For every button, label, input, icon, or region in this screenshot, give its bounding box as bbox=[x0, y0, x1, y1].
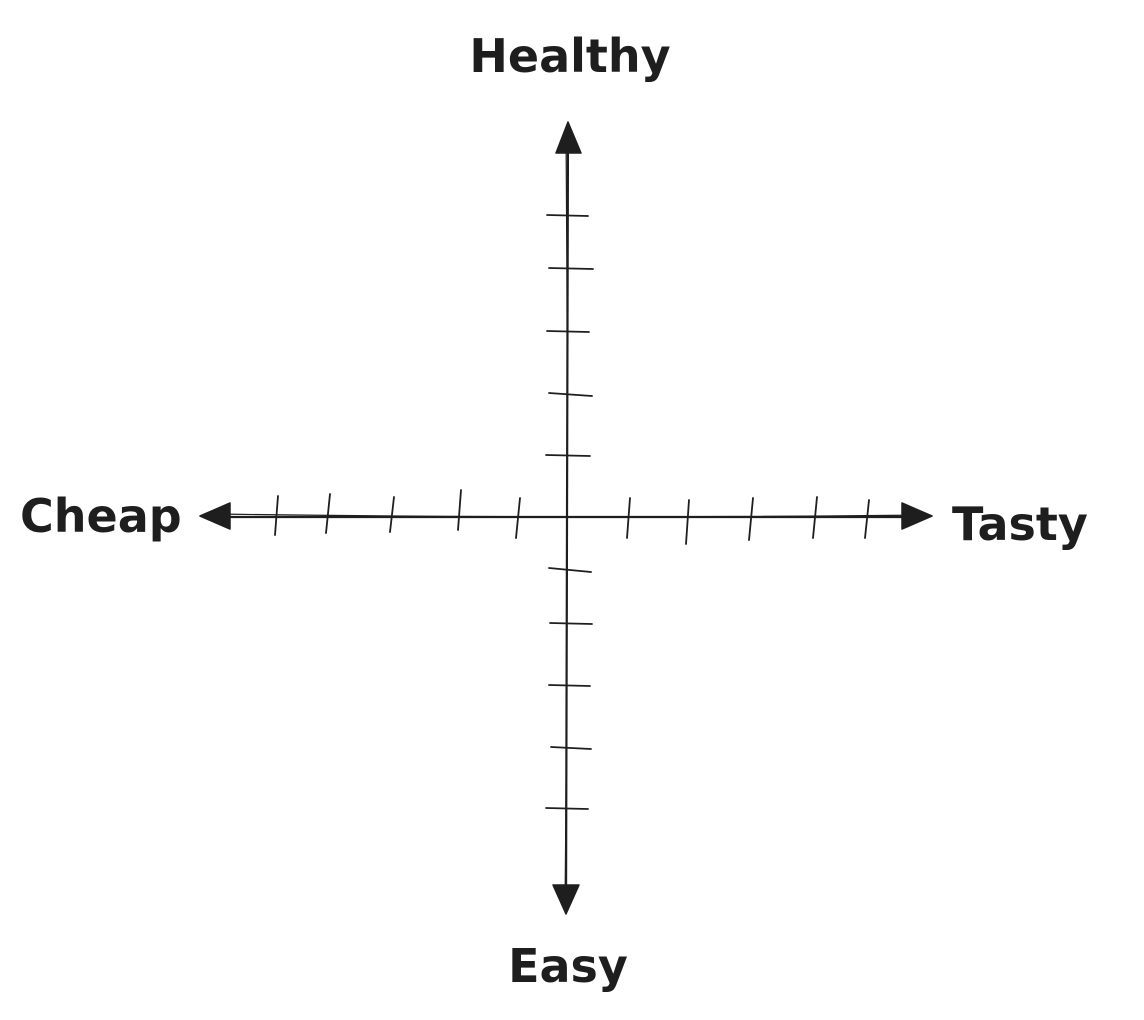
tick-mark bbox=[545, 807, 589, 810]
label-healthy: Healthy bbox=[469, 29, 670, 83]
tick-mark bbox=[548, 392, 593, 397]
horizontal-ticks-right bbox=[626, 496, 870, 545]
tick-mark bbox=[548, 567, 592, 573]
label-cheap: Cheap bbox=[20, 489, 182, 543]
tick-mark bbox=[748, 497, 754, 541]
tick-mark bbox=[685, 499, 690, 545]
tick-mark bbox=[274, 495, 279, 536]
left-arrow-icon bbox=[199, 502, 231, 530]
label-easy: Easy bbox=[508, 939, 628, 993]
tick-mark bbox=[545, 454, 591, 457]
down-arrow-icon bbox=[552, 884, 580, 915]
tick-mark bbox=[546, 214, 589, 217]
horizontal-ticks-left bbox=[274, 489, 521, 539]
tick-mark bbox=[812, 496, 818, 539]
label-tasty: Tasty bbox=[952, 497, 1088, 551]
tick-mark bbox=[457, 489, 462, 531]
vertical-ticks-bottom bbox=[545, 567, 593, 810]
tick-mark bbox=[548, 684, 591, 687]
tick-mark bbox=[548, 267, 594, 270]
tick-mark bbox=[389, 496, 395, 533]
up-arrow-icon bbox=[555, 121, 582, 154]
tick-mark bbox=[626, 497, 631, 539]
right-arrow-icon bbox=[901, 502, 933, 530]
vertical-axis-sketch-stroke bbox=[564, 131, 568, 907]
tick-mark bbox=[549, 622, 593, 625]
tick-mark bbox=[546, 330, 590, 333]
tick-mark bbox=[325, 493, 331, 534]
tick-mark bbox=[550, 746, 592, 750]
tick-mark bbox=[864, 499, 870, 539]
vertical-ticks-top bbox=[545, 214, 594, 457]
tick-mark bbox=[515, 497, 521, 539]
horizontal-axis-sketch-stroke bbox=[213, 513, 925, 518]
